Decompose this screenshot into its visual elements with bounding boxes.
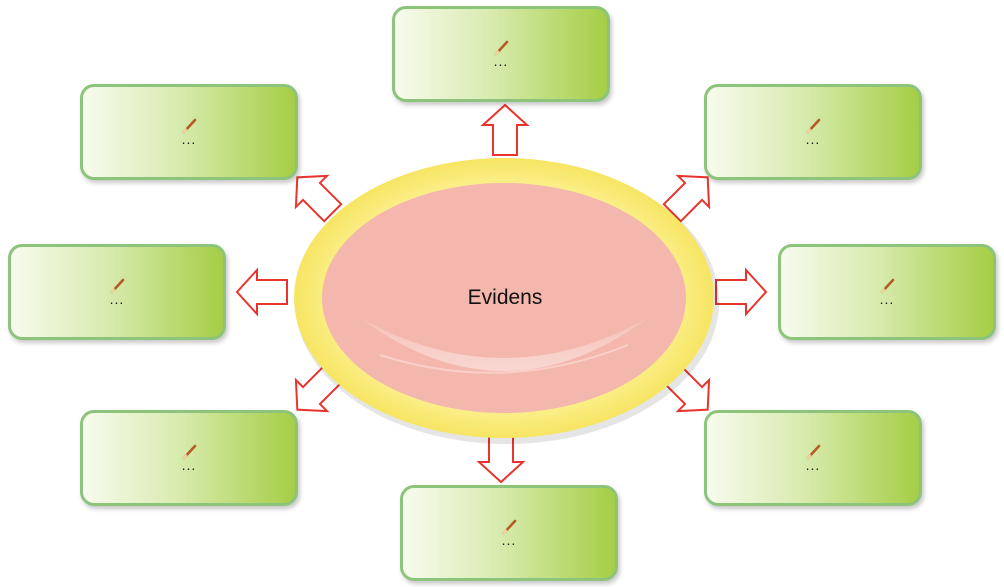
arrow-icon xyxy=(294,364,343,413)
node-text: ... xyxy=(805,131,821,147)
arrow-icon xyxy=(235,267,288,317)
pen-icon xyxy=(494,40,509,56)
pen-icon xyxy=(182,118,197,134)
node-top-right[interactable]: ... xyxy=(704,84,922,180)
pen-icon xyxy=(502,519,517,535)
pen-icon xyxy=(182,444,197,460)
pen-icon xyxy=(110,278,125,294)
node-text: ... xyxy=(493,53,509,69)
arrow-icon xyxy=(715,267,768,317)
node-text: ... xyxy=(501,532,517,548)
arrow-icon xyxy=(294,174,343,223)
node-bottom[interactable]: ... xyxy=(400,485,618,581)
center-ellipse xyxy=(294,158,719,444)
node-bottom-right[interactable]: ... xyxy=(704,410,922,506)
node-text: ... xyxy=(109,291,125,307)
node-bottom-left[interactable]: ... xyxy=(80,410,298,506)
pen-icon xyxy=(880,278,895,294)
arrow-icon xyxy=(480,103,530,156)
node-top[interactable]: ... xyxy=(392,6,610,102)
pen-icon xyxy=(806,118,821,134)
ellipse-gloss xyxy=(360,318,648,371)
connector-arrows xyxy=(235,103,768,484)
node-text: ... xyxy=(181,131,197,147)
node-top-left[interactable]: ... xyxy=(80,84,298,180)
node-text: ... xyxy=(805,457,821,473)
arrow-icon xyxy=(662,174,711,223)
node-left[interactable]: ... xyxy=(8,244,226,340)
ellipse-body xyxy=(322,183,686,413)
pen-icon xyxy=(806,444,821,460)
node-text: ... xyxy=(181,457,197,473)
node-text: ... xyxy=(879,291,895,307)
node-right[interactable]: ... xyxy=(778,244,996,340)
center-label: Evidens xyxy=(467,286,543,309)
